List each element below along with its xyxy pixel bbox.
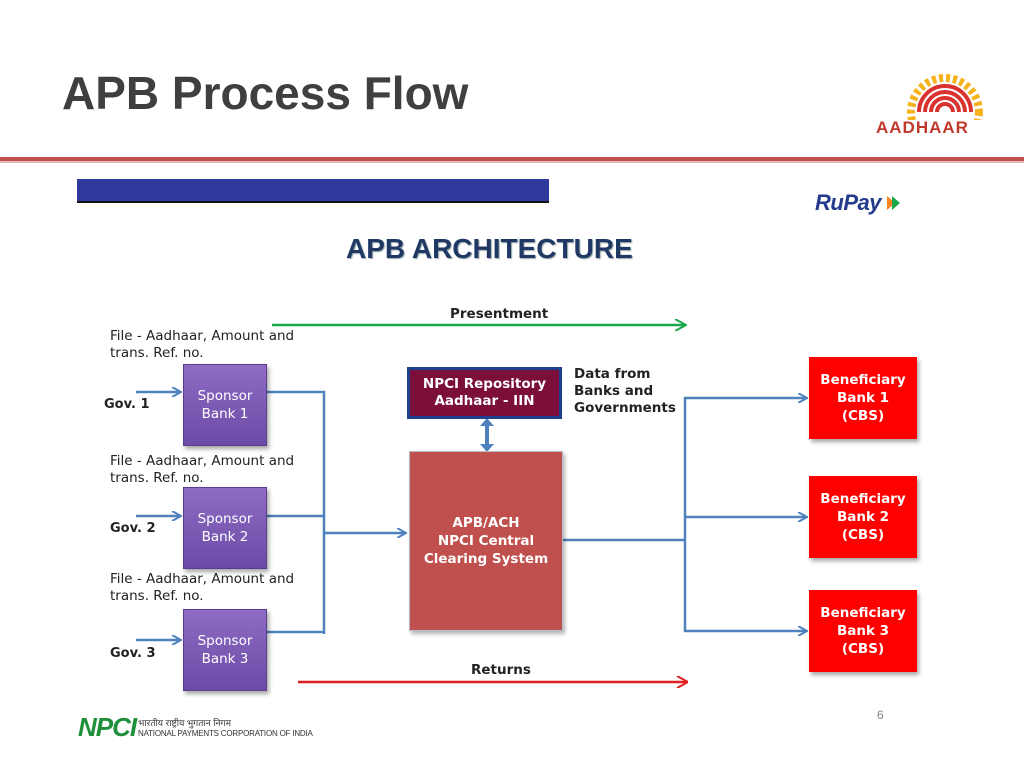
returns-label: Returns bbox=[471, 662, 531, 678]
data-from-line: Governments bbox=[574, 400, 676, 416]
beneficiary-bank-name: Bank 2 bbox=[836, 509, 890, 525]
header-rule-shadow bbox=[0, 161, 1024, 163]
sponsor-bank-name: Bank 1 bbox=[201, 406, 249, 422]
npci-logo: NPCI bbox=[78, 712, 137, 742]
beneficiary-bank-name: Bank 3 bbox=[836, 623, 890, 639]
file-note-line: File - Aadhaar, Amount and bbox=[110, 571, 295, 587]
repo-arrow-up bbox=[480, 418, 494, 426]
slide-title: APB Process Flow bbox=[62, 67, 469, 119]
presentment-label: Presentment bbox=[450, 306, 549, 322]
data-from-line: Data from bbox=[574, 366, 651, 382]
header-rule bbox=[0, 157, 1024, 161]
file-note-line: trans. Ref. no. bbox=[110, 470, 204, 486]
central-line: NPCI Central bbox=[437, 533, 535, 549]
repo-arrow-down bbox=[480, 444, 494, 452]
sponsor-line: Sponsor bbox=[197, 633, 253, 649]
file-note-line: trans. Ref. no. bbox=[110, 345, 204, 361]
gov-label-1: Gov. 1 bbox=[104, 397, 150, 412]
file-note-line: File - Aadhaar, Amount and bbox=[110, 328, 295, 344]
beneficiary-cbs: (CBS) bbox=[841, 641, 885, 657]
npci-english-name: NATIONAL PAYMENTS CORPORATION OF INDIA bbox=[138, 729, 313, 738]
file-note-3: File - Aadhaar, Amount and trans. Ref. n… bbox=[110, 571, 294, 605]
beneficiary-line: Beneficiary bbox=[820, 372, 906, 388]
file-note-2: File - Aadhaar, Amount and trans. Ref. n… bbox=[110, 453, 294, 487]
npci-repo-line: NPCI Repository bbox=[422, 376, 547, 392]
sponsor-bank-name: Bank 3 bbox=[201, 651, 249, 667]
page-number: 6 bbox=[877, 708, 884, 722]
central-line: Clearing System bbox=[423, 551, 549, 567]
data-from-note: Data from Banks and Governments bbox=[574, 366, 676, 417]
data-from-line: Banks and bbox=[574, 383, 654, 399]
aadhaar-logo-icon bbox=[907, 74, 983, 120]
beneficiary-cbs: (CBS) bbox=[841, 408, 885, 424]
sponsor-line: Sponsor bbox=[197, 511, 253, 527]
decorative-bar bbox=[77, 179, 549, 203]
beneficiary-line: Beneficiary bbox=[820, 491, 906, 507]
rupay-arrow-icon bbox=[886, 196, 900, 210]
sponsor-bank-name: Bank 2 bbox=[201, 529, 249, 545]
sponsor-line: Sponsor bbox=[197, 388, 253, 404]
central-line: APB/ACH bbox=[452, 515, 520, 531]
file-note-line: trans. Ref. no. bbox=[110, 588, 204, 604]
gov-label-2: Gov. 2 bbox=[110, 521, 156, 536]
file-note-line: File - Aadhaar, Amount and bbox=[110, 453, 295, 469]
npci-central-clearing-box: APB/ACH NPCI Central Clearing System bbox=[409, 451, 563, 631]
beneficiary-line: Beneficiary bbox=[820, 605, 906, 621]
beneficiary-cbs: (CBS) bbox=[841, 527, 885, 543]
diagram-title: APB ARCHITECTURE bbox=[346, 233, 633, 264]
rupay-logo-text: RuPay bbox=[815, 190, 881, 215]
beneficiary-bank-name: Bank 1 bbox=[836, 390, 890, 406]
aadhaar-logo-text: AADHAAR bbox=[876, 118, 969, 137]
file-note-1: File - Aadhaar, Amount and trans. Ref. n… bbox=[110, 328, 294, 362]
rupay-logo: RuPay bbox=[815, 190, 901, 216]
npci-repo-line: Aadhaar - IIN bbox=[434, 393, 535, 409]
gov-label-3: Gov. 3 bbox=[110, 646, 156, 661]
npci-hindi-name: भारतीय राष्ट्रीय भुगतान निगम bbox=[138, 718, 231, 728]
